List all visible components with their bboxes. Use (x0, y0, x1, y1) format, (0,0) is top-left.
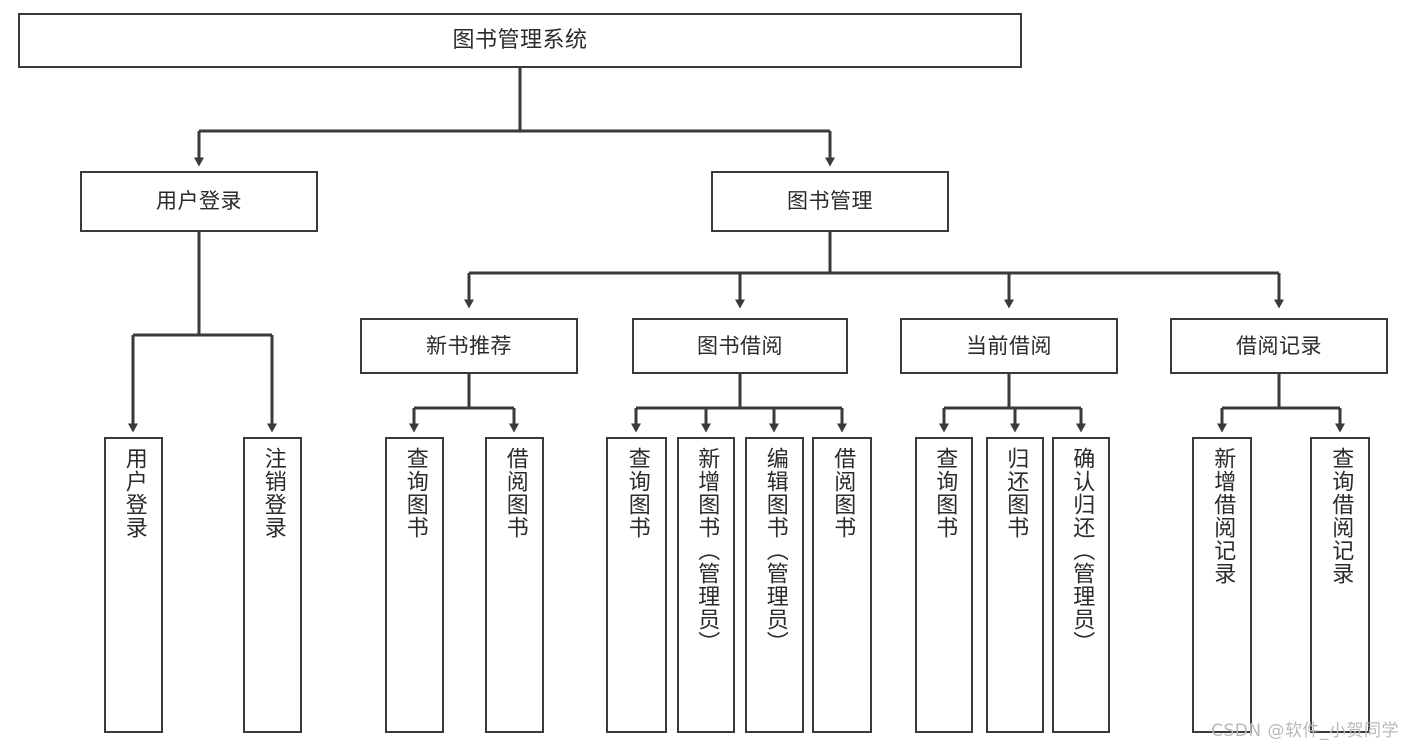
node-leaf-return-book-label: 归还图书 (1003, 447, 1029, 539)
node-leaf-add-record[interactable]: 新增借阅记录 (1192, 437, 1252, 733)
node-borrow-record[interactable]: 借阅记录 (1170, 318, 1388, 374)
node-leaf-query-book-3[interactable]: 查询图书 (915, 437, 973, 733)
csdn-watermark: CSDN @软件_小贺同学 (1211, 721, 1399, 741)
node-leaf-confirm-return[interactable]: 确认归还（管理员） (1052, 437, 1110, 733)
node-leaf-add-record-label: 新增借阅记录 (1210, 447, 1236, 585)
node-book-borrow-label: 图书借阅 (697, 333, 783, 358)
node-current-borrow-label: 当前借阅 (966, 333, 1052, 358)
node-leaf-user-login-label: 用户登录 (121, 447, 147, 539)
node-leaf-user-login[interactable]: 用户登录 (104, 437, 163, 733)
node-leaf-edit-book-label: 编辑图书（管理员） (762, 447, 788, 654)
node-leaf-query-record-label: 查询借阅记录 (1328, 447, 1354, 585)
node-leaf-query-book-2[interactable]: 查询图书 (606, 437, 667, 733)
node-borrow-record-label: 借阅记录 (1236, 333, 1322, 358)
node-leaf-borrow-book-1[interactable]: 借阅图书 (485, 437, 544, 733)
node-leaf-query-record[interactable]: 查询借阅记录 (1310, 437, 1370, 733)
node-leaf-query-book-1[interactable]: 查询图书 (385, 437, 444, 733)
node-leaf-edit-book[interactable]: 编辑图书（管理员） (745, 437, 804, 733)
node-user-login-label: 用户登录 (156, 189, 242, 214)
node-book-manage-label: 图书管理 (787, 189, 873, 214)
node-book-borrow[interactable]: 图书借阅 (632, 318, 848, 374)
node-current-borrow[interactable]: 当前借阅 (900, 318, 1118, 374)
node-leaf-add-book-label: 新增图书（管理员） (694, 447, 720, 654)
node-leaf-borrow-book-1-label: 借阅图书 (502, 447, 528, 539)
node-new-book-rec[interactable]: 新书推荐 (360, 318, 578, 374)
node-leaf-confirm-return-label: 确认归还（管理员） (1069, 447, 1095, 654)
node-leaf-query-book-1-label: 查询图书 (402, 447, 428, 539)
node-leaf-logout-login[interactable]: 注销登录 (243, 437, 302, 733)
node-user-login[interactable]: 用户登录 (80, 171, 318, 232)
node-book-manage[interactable]: 图书管理 (711, 171, 949, 232)
node-root[interactable]: 图书管理系统 (18, 13, 1022, 68)
node-leaf-return-book[interactable]: 归还图书 (986, 437, 1044, 733)
node-root-label: 图书管理系统 (452, 27, 588, 53)
node-leaf-query-book-3-label: 查询图书 (932, 447, 958, 539)
node-leaf-borrow-book-2-label: 借阅图书 (830, 447, 856, 539)
node-new-book-rec-label: 新书推荐 (426, 333, 512, 358)
node-leaf-query-book-2-label: 查询图书 (624, 447, 650, 539)
node-leaf-logout-login-label: 注销登录 (260, 447, 286, 539)
node-leaf-add-book[interactable]: 新增图书（管理员） (677, 437, 735, 733)
node-leaf-borrow-book-2[interactable]: 借阅图书 (812, 437, 872, 733)
